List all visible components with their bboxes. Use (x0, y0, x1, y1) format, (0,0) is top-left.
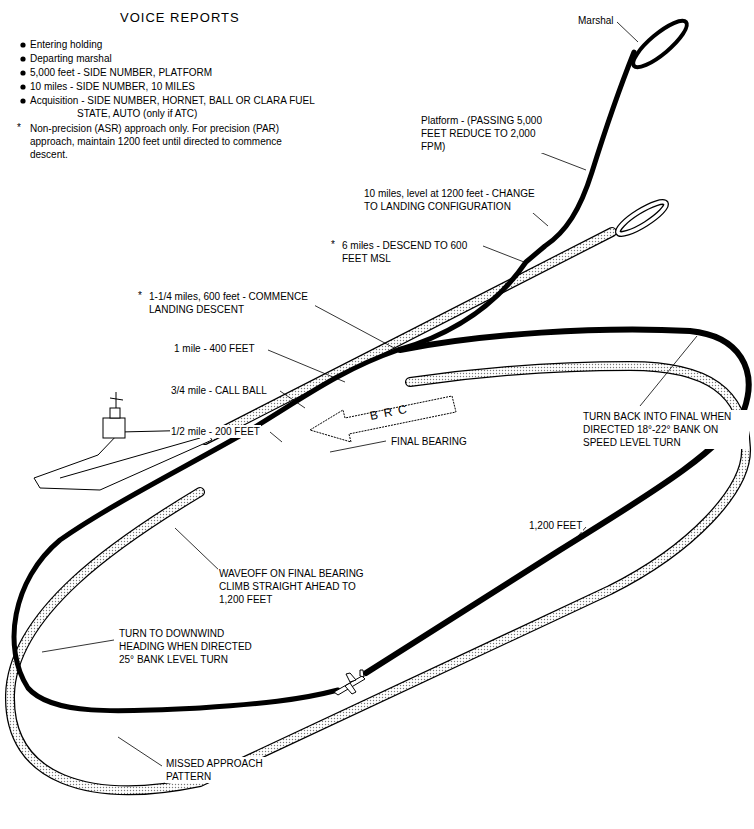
callout-label: Marshal (577, 14, 615, 27)
bullet-dots (20, 42, 25, 103)
callout-label: * (17, 121, 21, 134)
callout-label: 1 mile - 400 FEET (173, 342, 256, 355)
callout-label: 1-1/4 miles, 600 feet - COMMENCE LANDING… (148, 290, 315, 316)
callout-label: * (330, 238, 336, 251)
callout-label: 10 miles, level at 1200 feet - CHANGE TO… (363, 187, 543, 213)
approach-pattern-line (14, 14, 749, 710)
callout-label: Departing marshal (30, 52, 112, 65)
callout-label: FINAL BEARING (390, 435, 468, 448)
callout-label: 3/4 mile - CALL BALL (170, 384, 268, 397)
callout-label: Platform - (PASSING 5,000 FEET REDUCE TO… (420, 114, 547, 153)
callout-label: Non-precision (ASR) approach only. For p… (30, 122, 310, 161)
callout-label: TURN BACK INTO FINAL WHEN DIRECTED 18°-2… (582, 410, 749, 449)
callout-label: Acquisition - SIDE NUMBER, HORNET, BALL … (30, 94, 315, 120)
callout-label: 1/2 mile - 200 FEET (170, 425, 261, 438)
callout-label: MISSED APPROACH PATTERN (165, 757, 267, 783)
missed-approach-band (10, 197, 746, 790)
callout-label: WAVEOFF ON FINAL BEARING CLIMB STRAIGHT … (218, 567, 365, 606)
callout-label: Entering holding (30, 38, 102, 51)
callout-label: 10 miles - SIDE NUMBER, 10 MILES (30, 80, 195, 93)
callout-label: 5,000 feet - SIDE NUMBER, PLATFORM (30, 66, 212, 79)
callout-label: * (137, 289, 143, 302)
carrier-ship (34, 392, 212, 490)
callout-label: 1,200 FEET (528, 519, 583, 532)
airplane-icon (334, 670, 365, 695)
callout-label: TURN TO DOWNWIND HEADING WHEN DIRECTED 2… (118, 627, 265, 666)
callout-label: 6 miles - DESCEND TO 600 FEET MSL (341, 239, 483, 265)
title: VOICE REPORTS (120, 10, 240, 26)
